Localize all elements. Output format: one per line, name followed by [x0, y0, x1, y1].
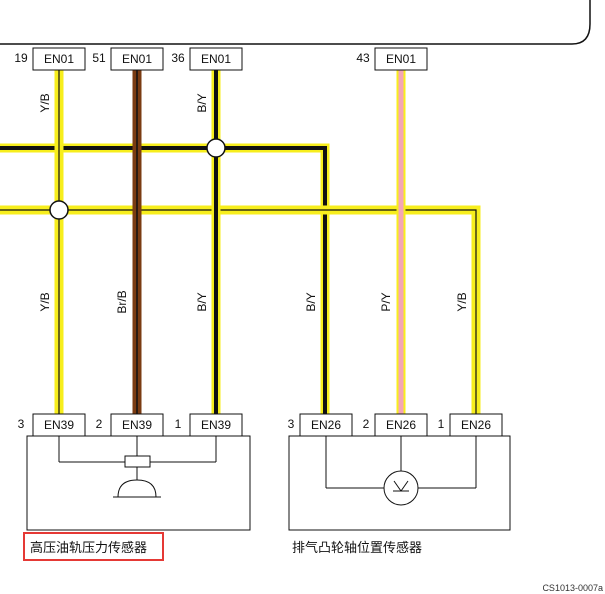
svg-text:3: 3 — [18, 417, 25, 431]
sensor1-connectors: 3 EN39 2 EN39 1 EN39 — [18, 413, 243, 437]
svg-text:EN39: EN39 — [201, 418, 231, 432]
sensor1-name: 高压油轨压力传感器 — [30, 540, 147, 556]
sensor2-connectors: 3 EN26 2 EN26 1 EN26 — [288, 413, 503, 437]
svg-text:EN26: EN26 — [386, 418, 416, 432]
splice-point-yb — [49, 200, 69, 220]
svg-text:36: 36 — [171, 51, 185, 65]
top-connector-43: 43 EN01 — [356, 47, 428, 71]
svg-text:2: 2 — [96, 417, 103, 431]
wire-label-lower-yb-1: Y/B — [38, 292, 52, 311]
svg-text:EN01: EN01 — [44, 52, 74, 66]
svg-text:1: 1 — [438, 417, 445, 431]
sensor1-label-highlight — [23, 532, 164, 561]
svg-text:2: 2 — [363, 417, 370, 431]
bus-by-horizontal — [0, 143, 330, 414]
ecm-outline — [0, 0, 591, 45]
sensor1-body — [26, 435, 251, 531]
wire-label-upper-yb: Y/B — [38, 93, 52, 112]
svg-text:3: 3 — [288, 417, 295, 431]
splice-point-by — [206, 138, 226, 158]
svg-text:EN01: EN01 — [122, 52, 152, 66]
figure-code: CS1013-0007a — [542, 583, 603, 593]
top-connector-19: 19 EN01 — [14, 47, 86, 71]
top-connector-51: 51 EN01 — [92, 47, 164, 71]
hall-sensor-symbol — [325, 436, 477, 506]
svg-text:EN26: EN26 — [461, 418, 491, 432]
wire-label-lower-brb: Br/B — [115, 290, 129, 313]
svg-text:19: 19 — [14, 51, 28, 65]
svg-text:EN01: EN01 — [386, 52, 416, 66]
wire-label-upper-by: B/Y — [195, 93, 209, 112]
svg-text:EN01: EN01 — [201, 52, 231, 66]
bus-yb-horizontal — [0, 205, 481, 414]
svg-text:EN26: EN26 — [311, 418, 341, 432]
svg-text:EN39: EN39 — [44, 418, 74, 432]
sensor2-name: 排气凸轮轴位置传感器 — [292, 540, 422, 556]
wire-label-lower-yb-2: Y/B — [455, 292, 469, 311]
wire-label-lower-by-2: B/Y — [304, 292, 318, 311]
top-connector-36: 36 EN01 — [171, 47, 243, 71]
wire-label-lower-by-1: B/Y — [195, 292, 209, 311]
pressure-sensor-symbol — [58, 436, 217, 498]
svg-text:1: 1 — [175, 417, 182, 431]
svg-text:43: 43 — [356, 51, 370, 65]
svg-text:51: 51 — [92, 51, 106, 65]
wire-label-lower-py: P/Y — [379, 292, 393, 311]
svg-text:EN39: EN39 — [122, 418, 152, 432]
sensor2-body — [288, 435, 511, 531]
